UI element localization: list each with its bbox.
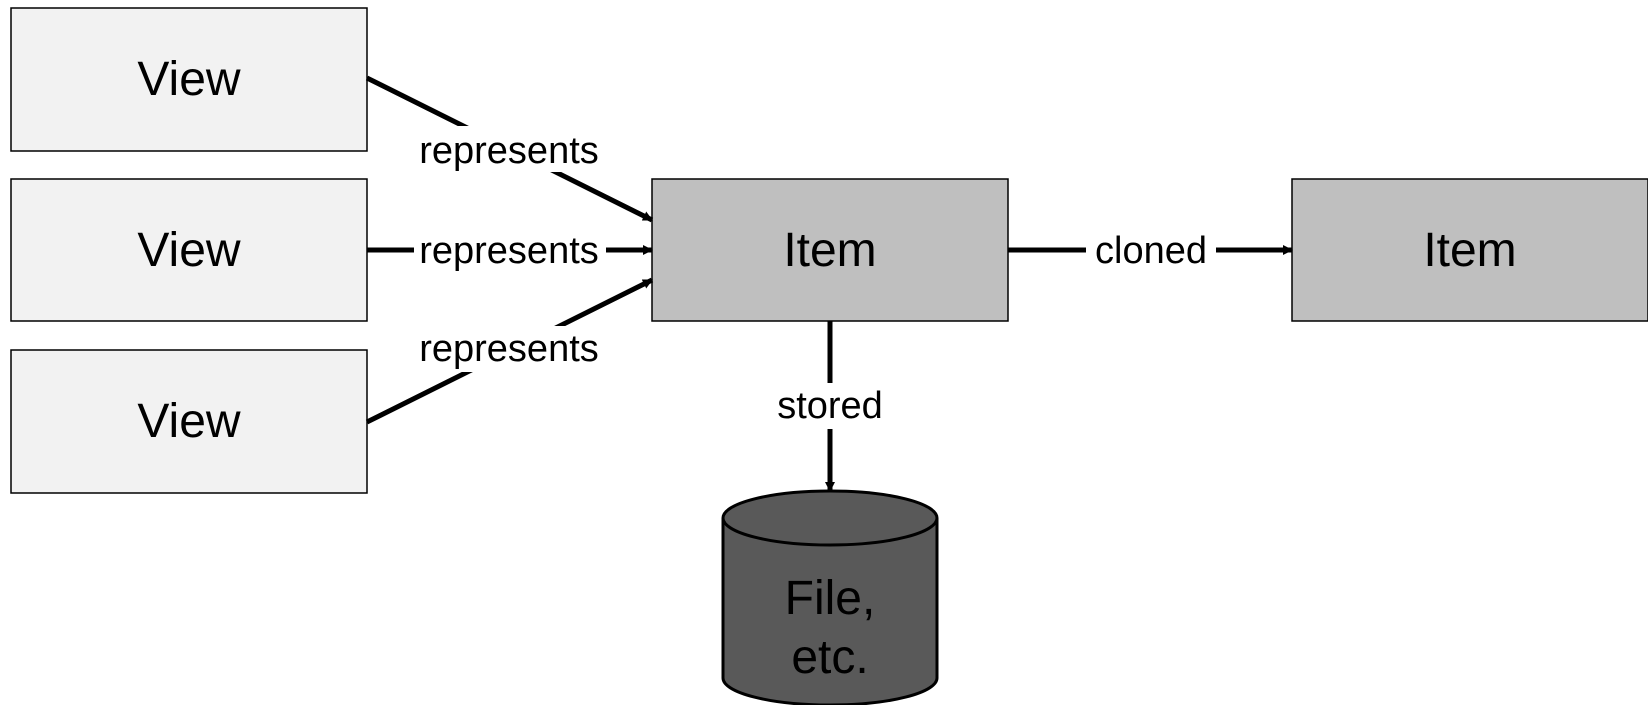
edge-cloned-label: cloned — [1095, 230, 1207, 272]
storage-label-line2: etc. — [791, 631, 868, 684]
edge-view1-label: represents — [419, 130, 599, 172]
edge-view2-label: represents — [419, 230, 599, 272]
view-node-2-label: View — [137, 224, 241, 277]
view-node-3: View — [10, 349, 368, 494]
storage-label-line1: File, — [785, 572, 876, 625]
edge-view2-represents: represents — [367, 229, 653, 272]
item-node-clone-label: Item — [1423, 224, 1516, 277]
storage-cylinder: File, etc. — [721, 489, 939, 705]
item-node-clone: Item — [1291, 178, 1648, 322]
view-node-1-label: View — [137, 53, 241, 106]
edge-item-stored: stored — [768, 321, 892, 492]
edge-view3-represents: represents — [365, 277, 654, 425]
item-node-main-label: Item — [783, 224, 876, 277]
view-node-1: View — [10, 7, 368, 152]
edge-view1-represents: represents — [365, 75, 654, 223]
view-node-2: View — [10, 178, 368, 322]
view-node-3-label: View — [137, 395, 241, 448]
edge-stored-label: stored — [777, 385, 883, 427]
edge-item-cloned: cloned — [1008, 229, 1293, 272]
edge-view3-label: represents — [419, 328, 599, 370]
item-node-main: Item — [651, 178, 1009, 322]
